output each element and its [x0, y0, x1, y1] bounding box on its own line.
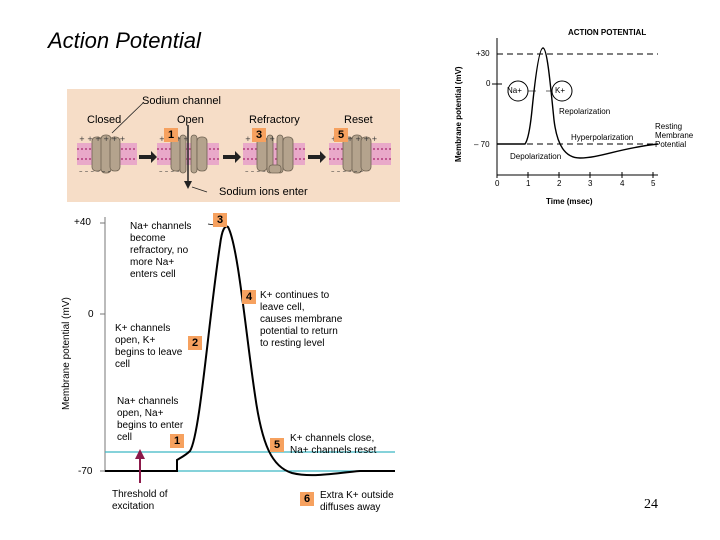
svg-text:+ + + + + +: + + + + + +	[79, 135, 125, 143]
annotation-5-text: K+ channels close,Na+ channels reset	[290, 433, 377, 456]
label-open: Open	[177, 114, 204, 126]
main-ytick-minus70: -70	[78, 466, 93, 477]
label-reset: Reset	[344, 114, 373, 126]
small-ytick-plus30: +30	[476, 49, 490, 58]
label-refractory: Refractory	[249, 114, 300, 126]
annotation-6-number: 6	[300, 492, 314, 506]
small-label-k: K+	[555, 86, 566, 95]
small-label-depolarization: Depolarization	[510, 152, 562, 161]
svg-text:+ + + + + +: + + + + + +	[331, 135, 377, 143]
small-xtick-2: 2	[557, 179, 562, 188]
small-xlabel: Time (msec)	[546, 197, 593, 206]
small-label-hyperpolarization: Hyperpolarization	[571, 133, 634, 142]
label-closed: Closed	[87, 114, 122, 126]
small-xtick-3: 3	[588, 179, 593, 188]
small-xtick-1: 1	[526, 179, 531, 188]
main-graph	[100, 217, 395, 483]
main-ytick-plus40: +40	[74, 217, 91, 228]
small-label-na: Na+	[507, 86, 522, 95]
page-number: 24	[644, 497, 658, 512]
transition-arrows	[139, 151, 326, 163]
small-label-repolarization: Repolarization	[559, 107, 611, 116]
main-ytick-0: 0	[88, 309, 94, 320]
channel-step-5: 5	[334, 128, 348, 142]
annotation-1-number: 1	[170, 434, 184, 448]
slide-title: Action Potential	[48, 28, 201, 53]
svg-text:– – – – – –: – – – – – –	[79, 167, 112, 175]
svg-text:– – – –: – – – –	[245, 167, 266, 175]
channel-closed	[91, 134, 121, 174]
label-sodium-ions-enter: Sodium ions enter	[219, 186, 308, 198]
channel-panel: + + + + + +– – – – – – + + + +– – – – + …	[67, 89, 400, 202]
small-xtick-4: 4	[620, 179, 625, 188]
small-xtick-5: 5	[651, 179, 656, 188]
channel-reset	[342, 134, 372, 174]
channel-step-1: 1	[164, 128, 178, 142]
channel-illustration: + + + + + +– – – – – – + + + +– – – – + …	[77, 102, 391, 193]
svg-text:– – – – – –: – – – – – –	[331, 167, 364, 175]
small-graph-title: ACTION POTENTIAL	[568, 28, 647, 37]
channel-step-3: 3	[252, 128, 266, 142]
small-ytick-minus70: – 70	[474, 140, 490, 149]
annotation-2-number: 2	[188, 336, 202, 350]
channel-refractory	[256, 134, 294, 174]
action-potential-curve	[105, 225, 395, 477]
small-xtick-0: 0	[495, 179, 500, 188]
small-action-potential-curve	[497, 47, 659, 159]
channel-open	[170, 134, 208, 174]
annotation-5-number: 5	[270, 438, 284, 452]
small-ytick-0: 0	[486, 79, 491, 88]
svg-text:– – – –: – – – –	[159, 167, 180, 175]
main-ylabel: Membrane potential (mV)	[61, 297, 72, 410]
small-ylabel: Membrane potential (mV)	[454, 66, 463, 162]
membrane-refractory	[243, 143, 305, 165]
small-graph	[492, 38, 659, 178]
label-sodium-channel: Sodium channel	[142, 95, 221, 107]
annotation-4-number: 4	[242, 290, 256, 304]
annotation-3-number: 3	[213, 213, 227, 227]
